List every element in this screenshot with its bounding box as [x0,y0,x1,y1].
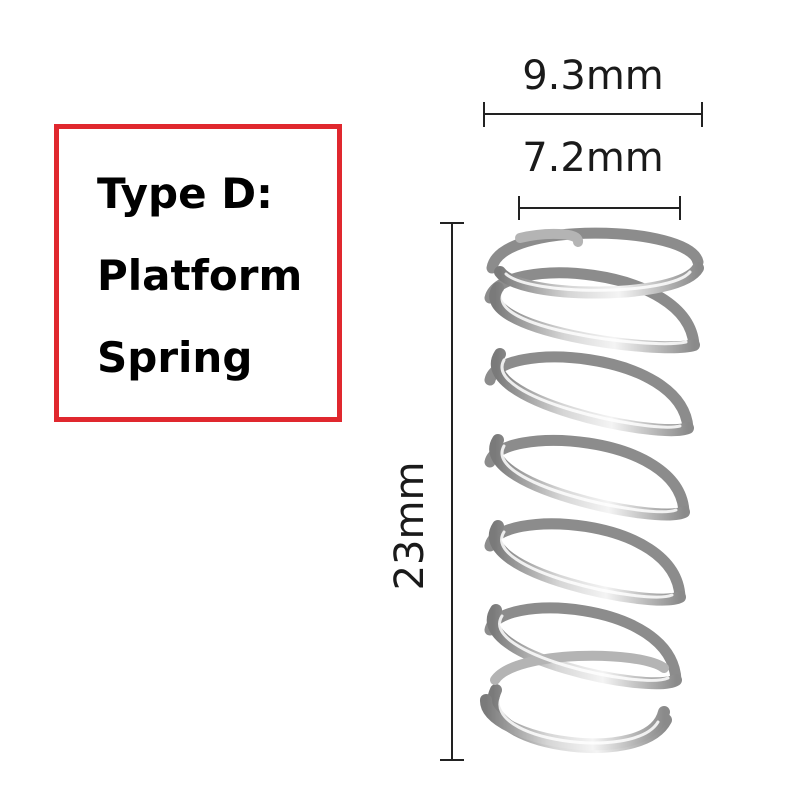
label-line-platform: Platform [97,251,303,300]
label-line-spring: Spring [97,333,253,382]
inner-diameter-dimension-line [518,196,681,220]
height-label: 23mm [387,461,433,591]
height-dimension-line [440,222,464,761]
outer-diameter-label: 9.3mm [522,53,664,99]
inner-diameter-label: 7.2mm [522,135,664,181]
label-line-type: Type D: [97,169,273,218]
spring-coils [480,227,704,753]
outer-diameter-dimension-line [483,102,703,127]
spring-type-label-box: Type D: Platform Spring [54,124,342,422]
